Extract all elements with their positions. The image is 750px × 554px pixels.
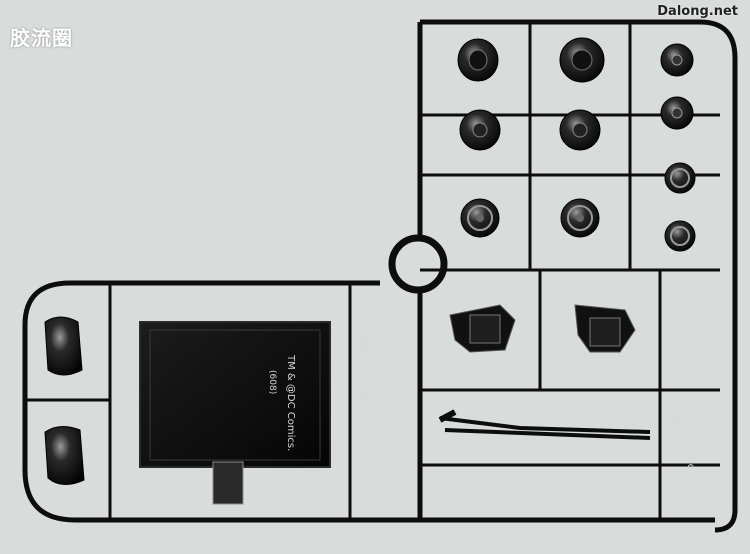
sprue-markings: B (608) TM & @DC Comics. バットモービル(ダークナイト版… bbox=[267, 335, 696, 510]
sprue-letter: B bbox=[362, 335, 374, 354]
seat-parts bbox=[44, 316, 85, 485]
japanese-label: バットモービル(ダークナイト版) bbox=[355, 362, 368, 510]
wheel-parts bbox=[457, 37, 696, 252]
suspension-parts bbox=[449, 304, 636, 353]
axle-rods bbox=[438, 409, 651, 440]
part-code-2: (608) bbox=[669, 400, 679, 424]
watermark-left: 胶流圈 bbox=[10, 26, 73, 50]
sprue-ring bbox=[388, 234, 448, 294]
sprue-frame bbox=[22, 19, 738, 533]
chassis-box bbox=[139, 321, 331, 505]
watermark-right: Dalong.net bbox=[657, 4, 738, 19]
copyright-text-1: TM & @DC Comics. bbox=[285, 354, 296, 451]
copyright-text-2: TM & @DC Comics bbox=[685, 399, 696, 493]
part-code-1: (608) bbox=[267, 370, 277, 394]
